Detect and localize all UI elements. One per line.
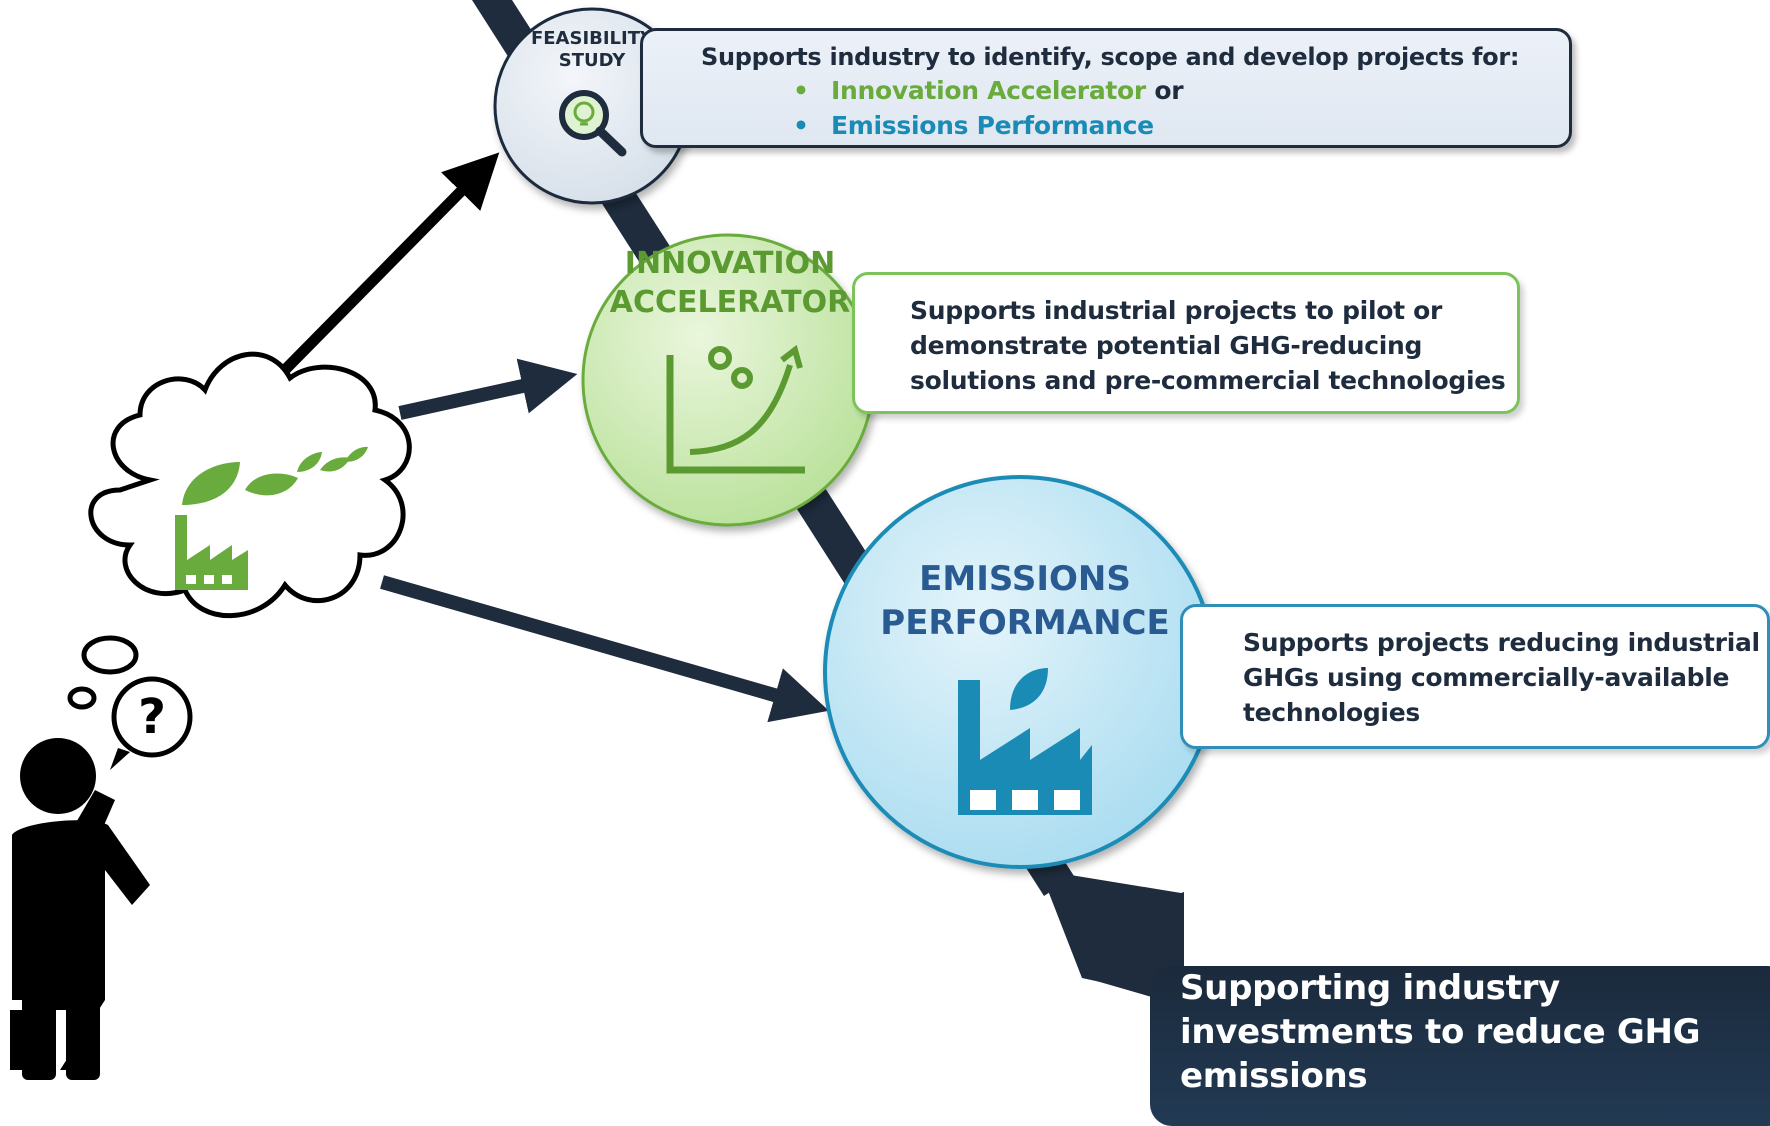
diagram-canvas (10, 0, 1217, 1080)
option-label: Emissions Performance (831, 111, 1154, 140)
feasibility-title: FEASIBILITY STUDY (527, 28, 657, 72)
option-suffix: or (1145, 76, 1184, 105)
innovation-title: INNOVATION ACCELERATOR (600, 244, 860, 322)
outcome-text: Supporting industry investments to reduc… (1180, 968, 1701, 1096)
emissions-title: EMISSIONS PERFORMANCE (850, 557, 1200, 645)
feasibility-options-list: • Innovation Accelerator or • Emissions Pe… (793, 73, 1184, 143)
innovation-description-box: Supports industrial projects to pilot or… (852, 272, 1520, 414)
question-bubble (110, 676, 193, 770)
feasibility-description: Supports industry to identify, scope and… (701, 43, 1520, 71)
magnifier-lightbulb-icon (559, 90, 627, 157)
option-emissions-performance: • Emissions Performance (793, 108, 1183, 143)
arrow-to-innovation (398, 358, 578, 420)
emissions-title-line2: PERFORMANCE (880, 603, 1170, 643)
bullet-icon: • (793, 111, 809, 140)
growth-chart-gears-icon (666, 344, 805, 474)
factory-icon (175, 515, 248, 590)
outcome-box: Supporting industry investments to reduc… (1150, 966, 1770, 1126)
bullet-icon: • (793, 76, 809, 105)
option-innovation-accelerator: • Innovation Accelerator or (793, 73, 1184, 108)
emissions-description: Supports projects reducing industrial GH… (1243, 628, 1760, 727)
question-mark-icon: ? (138, 689, 166, 745)
leaves-icon (182, 446, 368, 505)
factory-leaf-icon (958, 668, 1092, 815)
emissions-description-box: Supports projects reducing industrial GH… (1180, 604, 1770, 749)
feasibility-title-line1: FEASIBILITY (530, 28, 654, 49)
arrow-to-feasibility (266, 152, 500, 389)
feasibility-title-line2: STUDY (558, 50, 626, 71)
feasibility-description-box: Supports industry to identify, scope and… (640, 28, 1572, 148)
thinking-person-icon (10, 738, 150, 1080)
innovation-title-line1: INNOVATION (624, 246, 836, 281)
emissions-title-line1: EMISSIONS (919, 559, 1131, 599)
arrow-to-emissions (380, 575, 829, 723)
innovation-title-line2: ACCELERATOR (609, 285, 851, 320)
thought-cloud (67, 351, 412, 710)
option-label: Innovation Accelerator (831, 76, 1146, 105)
innovation-description: Supports industrial projects to pilot or… (910, 296, 1506, 395)
